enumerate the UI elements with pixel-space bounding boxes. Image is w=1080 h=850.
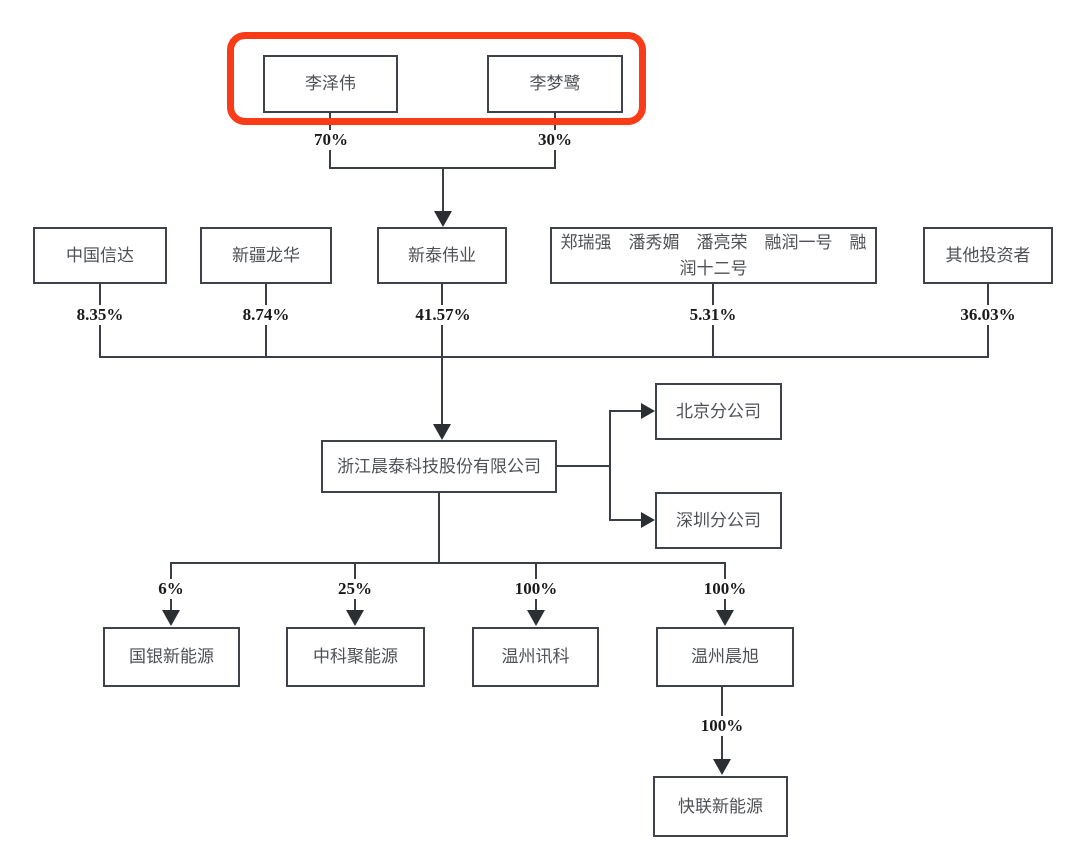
percent-label: 6% <box>155 579 187 599</box>
node-zhongguo-xinda: 中国信达 <box>33 227 167 284</box>
arrow-down-icon <box>346 610 364 626</box>
node-label: 李梦鹭 <box>529 74 581 94</box>
percent-label: 41.57% <box>412 305 474 325</box>
node-label: 新泰伟业 <box>408 245 476 265</box>
connector-vline <box>442 167 444 213</box>
node-main-company: 浙江晨泰科技股份有限公司 <box>321 440 557 493</box>
connector-hline <box>170 562 726 564</box>
node-label: 国银新能源 <box>129 647 214 667</box>
percent-label: 70% <box>311 130 351 150</box>
node-li-zewei: 李泽伟 <box>263 55 398 113</box>
node-shenzhen-branch: 深圳分公司 <box>655 492 782 549</box>
node-label: 浙江晨泰科技股份有限公司 <box>337 456 541 476</box>
arrow-down-icon <box>162 610 180 626</box>
percent-label: 8.35% <box>73 305 127 325</box>
node-label: 温州讯科 <box>501 647 570 667</box>
node-label: 深圳分公司 <box>676 510 761 530</box>
node-label: 新疆龙华 <box>232 245 300 265</box>
node-guoyin-xinnengyuan: 国银新能源 <box>103 627 240 687</box>
node-label: 其他投资者 <box>945 245 1031 265</box>
node-xinjiang-longhua: 新疆龙华 <box>200 227 332 284</box>
node-qita-touzizhe: 其他投资者 <box>923 227 1053 284</box>
node-label: 郑瑞强 潘秀媚 潘亮荣 融润一号 融润十二号 <box>560 233 867 278</box>
node-label: 快联新能源 <box>678 796 763 816</box>
arrow-down-icon <box>713 759 731 775</box>
percent-label: 5.31% <box>686 305 740 325</box>
node-label: 北京分公司 <box>676 401 761 421</box>
connector-hline <box>99 356 989 358</box>
connector-hline <box>609 519 641 521</box>
connector-hline <box>609 410 641 412</box>
node-beijing-branch: 北京分公司 <box>655 383 782 440</box>
connector-hline <box>556 465 611 467</box>
connector-vline <box>441 356 443 426</box>
arrow-down-icon <box>527 610 545 626</box>
arrow-down-icon <box>433 424 451 440</box>
node-label: 中科聚能源 <box>313 647 398 667</box>
percent-label: 100% <box>697 716 747 736</box>
percent-label: 8.74% <box>239 305 293 325</box>
arrow-right-icon <box>641 403 655 419</box>
connector-vline <box>609 410 611 521</box>
connector-vline <box>438 491 440 564</box>
percent-label: 30% <box>535 130 575 150</box>
percent-label: 36.03% <box>957 305 1019 325</box>
node-li-menglu: 李梦鹭 <box>487 55 623 113</box>
arrow-right-icon <box>641 512 655 528</box>
node-label: 中国信达 <box>66 245 134 265</box>
node-kuailian-xinnengyuan: 快联新能源 <box>653 776 788 837</box>
node-xintai-weiye: 新泰伟业 <box>377 227 507 284</box>
percent-label: 100% <box>700 579 750 599</box>
node-wenzhou-xunke: 温州讯科 <box>472 627 599 687</box>
percent-label: 100% <box>511 579 561 599</box>
percent-label: 25% <box>335 579 375 599</box>
node-label: 李泽伟 <box>305 74 356 94</box>
node-zhongke-junengyuan: 中科聚能源 <box>286 627 425 687</box>
arrow-down-icon <box>434 211 452 227</box>
node-wenzhou-chenxu: 温州晨旭 <box>656 627 794 687</box>
arrow-down-icon <box>716 610 734 626</box>
node-zhengruiqiang-group: 郑瑞强 潘秀媚 潘亮荣 融润一号 融润十二号 <box>550 227 877 284</box>
node-label: 温州晨旭 <box>691 647 759 667</box>
